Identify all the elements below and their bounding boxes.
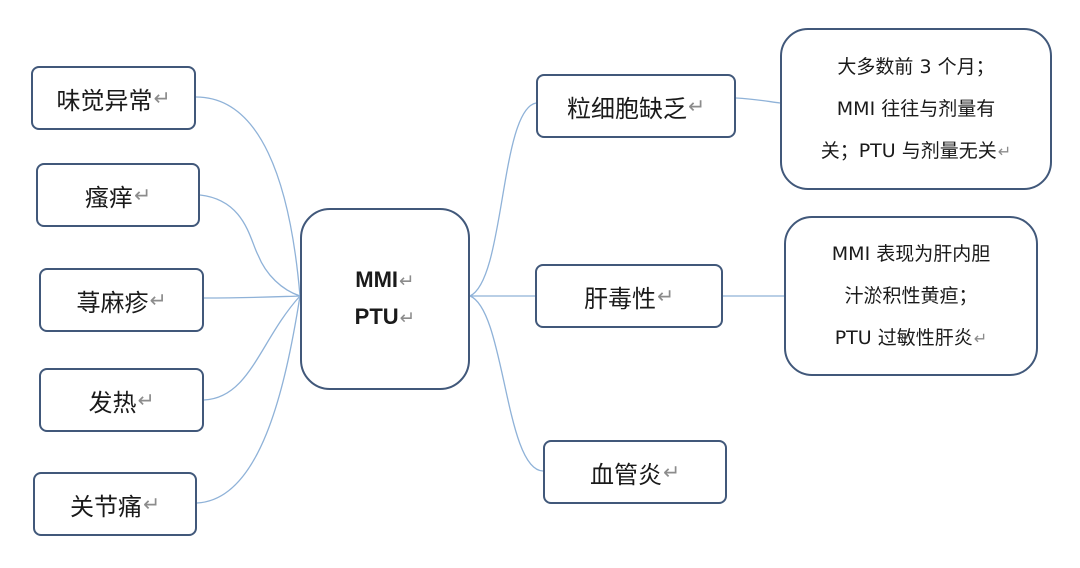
- note-agranulocytosis-line-2: MMI 往往与剂量有: [836, 97, 996, 120]
- node-arthralgia: 关节痛↵: [33, 472, 197, 536]
- link-taste: [195, 96, 301, 297]
- note-hepatotoxicity: MMI 表现为肝内胆 汁淤积性黄疸； PTU 过敏性肝炎↵: [784, 216, 1038, 376]
- node-vasculitis: 血管炎↵: [543, 440, 727, 504]
- center-line-1: MMI↵: [355, 267, 415, 292]
- note-hepatotoxicity-line-2: 汁淤积性黄疸；: [844, 284, 978, 307]
- center-node: MMI↵ PTU↵: [300, 208, 470, 390]
- node-agranulocytosis: 粒细胞缺乏↵: [536, 74, 736, 138]
- node-pruritus: 瘙痒↵: [36, 163, 200, 227]
- link-fever: [203, 295, 301, 401]
- link-agranulocytosis: [469, 102, 537, 297]
- note-agranulocytosis: 大多数前 3 个月； MMI 往往与剂量有 关；PTU 与剂量无关↵: [780, 28, 1052, 190]
- node-urticaria: 荨麻疹↵: [39, 268, 204, 332]
- note-hepatotoxicity-line-1: MMI 表现为肝内胆: [831, 242, 991, 265]
- link-arthralgia: [196, 295, 301, 504]
- link-itch: [199, 194, 301, 297]
- node-hepatotoxicity: 肝毒性↵: [535, 264, 723, 328]
- node-fever: 发热↵: [39, 368, 204, 432]
- note-agranulocytosis-line-3: 关；PTU 与剂量无关↵: [820, 139, 1012, 162]
- node-taste-abnormality: 味觉异常↵: [31, 66, 196, 130]
- center-line-2: PTU↵: [354, 304, 416, 329]
- note-hepatotoxicity-line-3: PTU 过敏性肝炎↵: [834, 326, 988, 349]
- link-vasculitis: [469, 295, 544, 472]
- link-urticaria: [203, 295, 301, 299]
- note-agranulocytosis-line-1: 大多数前 3 个月；: [837, 55, 995, 78]
- link-note-agranulocytosis: [735, 97, 781, 104]
